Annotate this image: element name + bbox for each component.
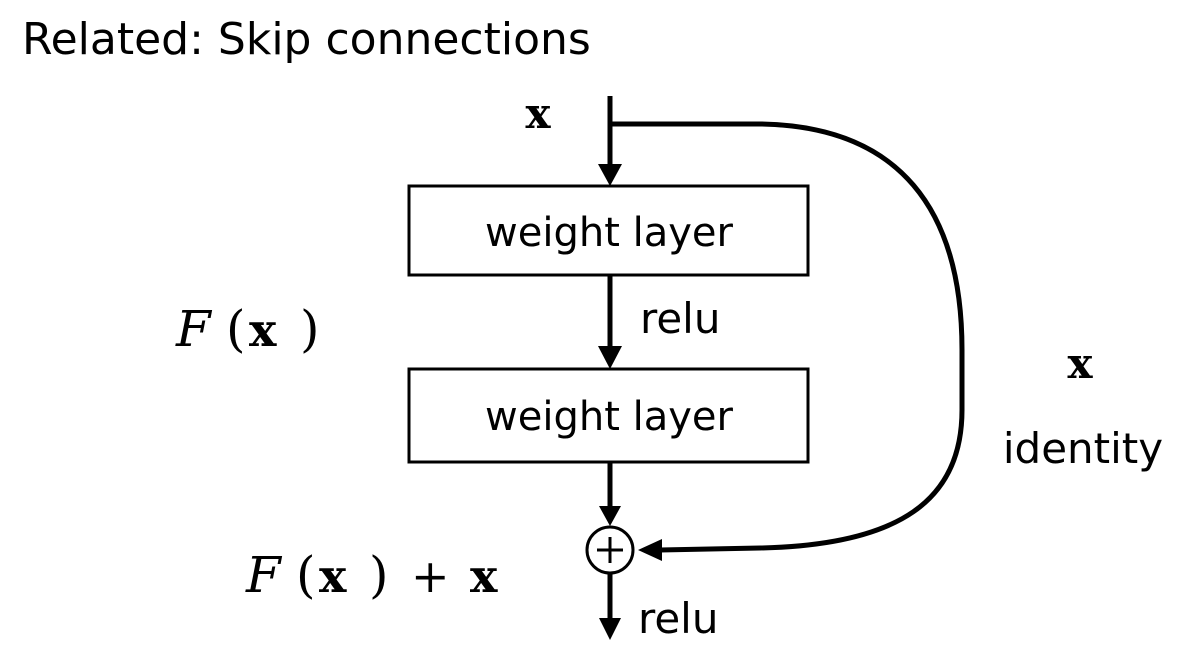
page-title: Related: Skip connections bbox=[22, 14, 591, 65]
residual-function-label: F ( x ) bbox=[175, 300, 320, 358]
relu-1-label: relu bbox=[640, 294, 720, 343]
residual-var-x: x bbox=[249, 303, 277, 357]
relu-2-label: relu bbox=[638, 594, 718, 643]
weight-layer-1-box bbox=[407, 184, 810, 277]
output-arrow-head bbox=[599, 618, 621, 640]
residual-script-f: F bbox=[175, 300, 213, 358]
output-sum-label: F ( x ) + x bbox=[245, 546, 498, 604]
sum-var-x: x bbox=[319, 549, 347, 603]
skip-connection-curve bbox=[610, 121, 965, 553]
residual-close-paren: ) bbox=[300, 300, 320, 358]
skip-connection-head bbox=[638, 539, 662, 561]
input-arrow-head bbox=[598, 164, 622, 186]
identity-label: identity bbox=[1003, 424, 1163, 473]
block-to-adder-head bbox=[599, 506, 621, 526]
residual-open-paren: ( bbox=[226, 300, 246, 358]
sum-plus: + bbox=[411, 549, 450, 603]
input-x-label: x bbox=[525, 89, 551, 138]
sum-script-f: F bbox=[245, 546, 283, 604]
relu-arrow-1-head bbox=[598, 346, 622, 369]
weight-layer-2-label: weight layer bbox=[485, 394, 733, 440]
identity-x-label: x bbox=[1067, 339, 1093, 388]
weight-layer-1-label: weight layer bbox=[485, 210, 733, 256]
sum-x: x bbox=[470, 549, 498, 603]
sum-close-paren: ) bbox=[369, 546, 389, 604]
sum-open-paren: ( bbox=[296, 546, 316, 604]
